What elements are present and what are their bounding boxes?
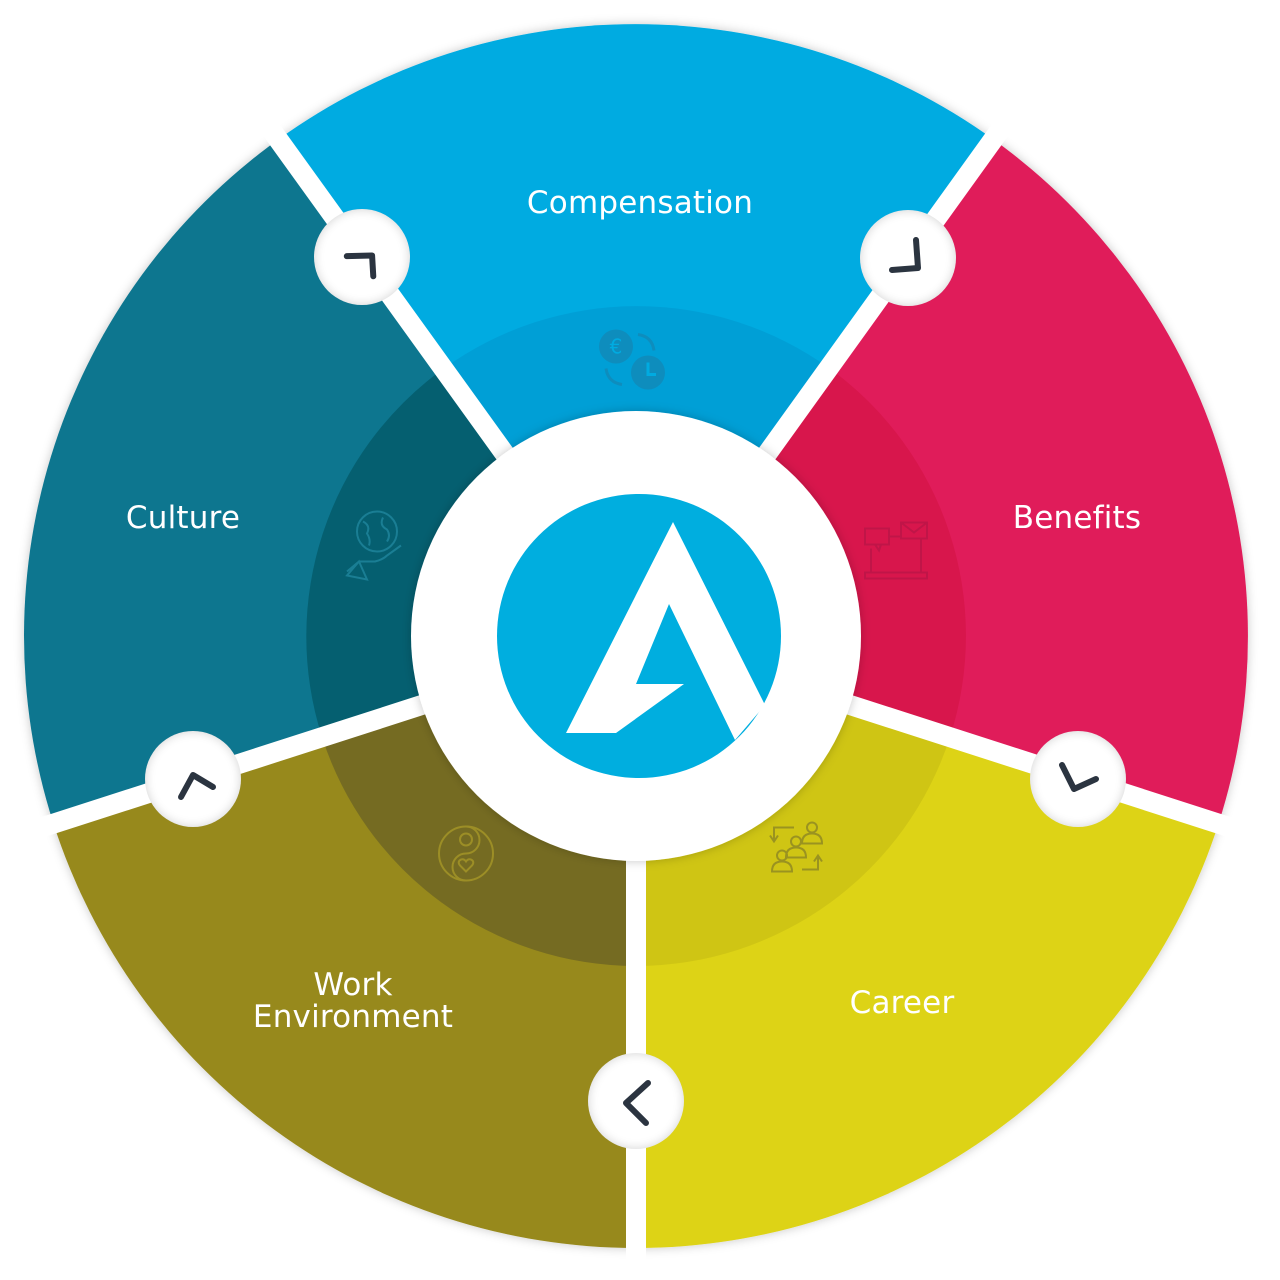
laptop-chat-mail-icon <box>861 521 931 592</box>
connector-career-work-environment[interactable] <box>588 1053 684 1149</box>
label-work-environment-line1: Work <box>313 967 393 1003</box>
connector-compensation-benefits[interactable] <box>860 210 956 306</box>
arrow-left-icon <box>623 1080 651 1126</box>
svg-text:€: € <box>610 335 623 359</box>
a-logo <box>497 494 781 778</box>
label-work-environment-line2: Environment <box>252 999 454 1035</box>
currency-time-exchange-icon: € <box>592 325 672 400</box>
arrow-down-right-icon <box>889 237 921 273</box>
arrow-up-icon <box>178 772 216 800</box>
people-promotion-icon <box>768 821 832 883</box>
yin-yang-balance-icon <box>434 822 498 891</box>
label-benefits: Benefits <box>1012 500 1142 536</box>
label-career: Career <box>849 985 955 1021</box>
label-compensation: Compensation <box>526 185 754 221</box>
connector-work-environment-culture[interactable] <box>145 731 241 827</box>
arrow-down-icon <box>1059 762 1099 792</box>
connector-culture-compensation[interactable] <box>314 209 410 305</box>
arrow-up-right-icon <box>343 252 377 280</box>
globe-in-hand-icon <box>341 506 411 591</box>
label-work-environment: Work Environment <box>253 969 453 1033</box>
connector-benefits-career[interactable] <box>1030 731 1126 827</box>
label-culture: Culture <box>125 500 241 536</box>
